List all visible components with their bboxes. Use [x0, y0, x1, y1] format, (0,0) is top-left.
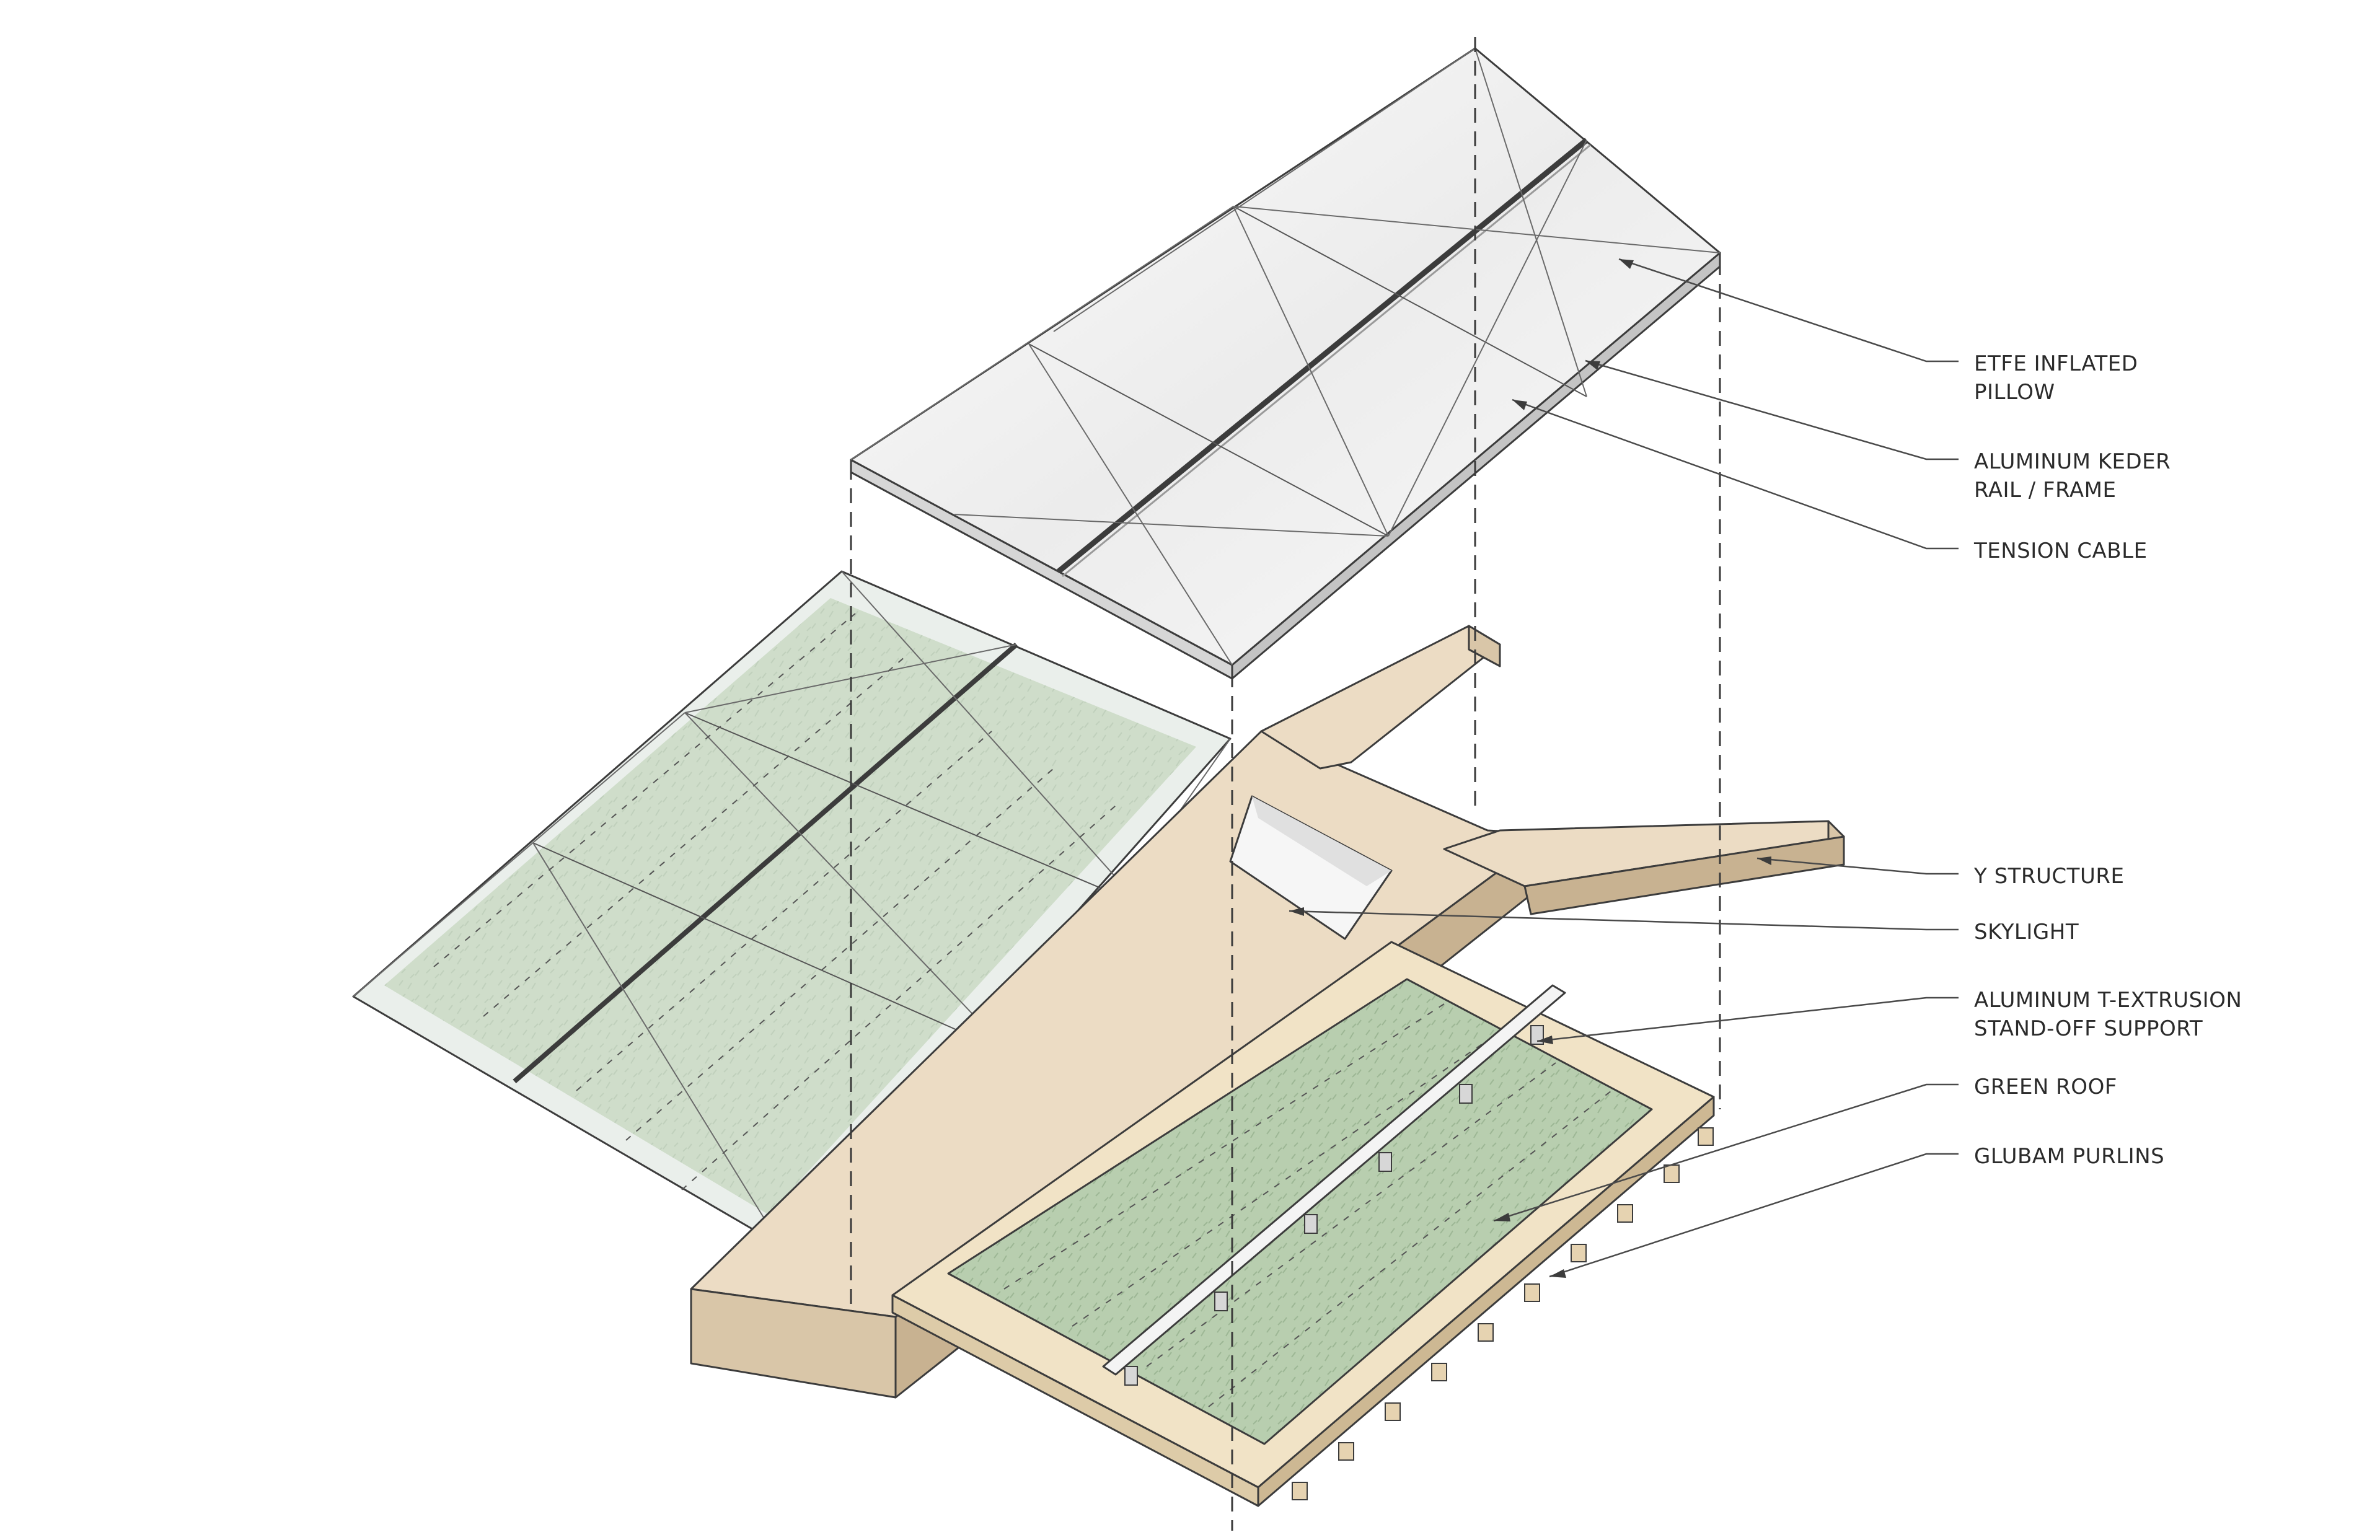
- green-roof-deck: [891, 941, 1715, 1507]
- top-center-rail: [1057, 138, 1589, 574]
- top-frame: [850, 47, 1721, 666]
- top-pillow-creases: [850, 48, 1721, 666]
- label-tension-cable: TENSION CABLE: [1973, 539, 2148, 563]
- t-extrusion-rail: [1102, 984, 1566, 1376]
- label-etfe-pillow: ETFE INFLATED PILLOW: [1974, 351, 2145, 405]
- projection-lines: [850, 37, 1721, 1531]
- callout-labels: ETFE INFLATED PILLOW ALUMINUM KEDER RAIL…: [1973, 351, 2249, 1169]
- top-cross-rail-2: [1233, 206, 1587, 397]
- lower-cross-rail-1: [532, 842, 1011, 1054]
- top-cross-rail-1: [1028, 343, 1389, 537]
- label-t-extrusion: ALUMINUM T-EXTRUSION STAND-OFF SUPPORT: [1974, 988, 2249, 1041]
- lower-cross-rail-2: [684, 712, 1141, 905]
- lower-center-rail: [513, 642, 1018, 1084]
- label-skylight: SKYLIGHT: [1974, 920, 2079, 944]
- label-y-structure: Y STRUCTURE: [1973, 864, 2124, 889]
- t-extrusion-posts: [1124, 1025, 1544, 1386]
- lower-hatching: [433, 613, 1116, 1190]
- label-keder-rail: ALUMINUM KEDER RAIL / FRAME: [1974, 449, 2178, 503]
- leader-lines: [1289, 258, 1959, 1278]
- glubam-purlins: [1292, 1127, 1714, 1500]
- deck-side: [1257, 1096, 1715, 1507]
- etfe-lower-layer: [352, 570, 1232, 1247]
- green-roof-hatching: [1003, 1003, 1612, 1407]
- y-upper-branch: [1260, 625, 1501, 770]
- label-glubam-purlins: GLUBAM PURLINS: [1974, 1144, 2164, 1169]
- label-green-roof: GREEN ROOF: [1974, 1075, 2117, 1099]
